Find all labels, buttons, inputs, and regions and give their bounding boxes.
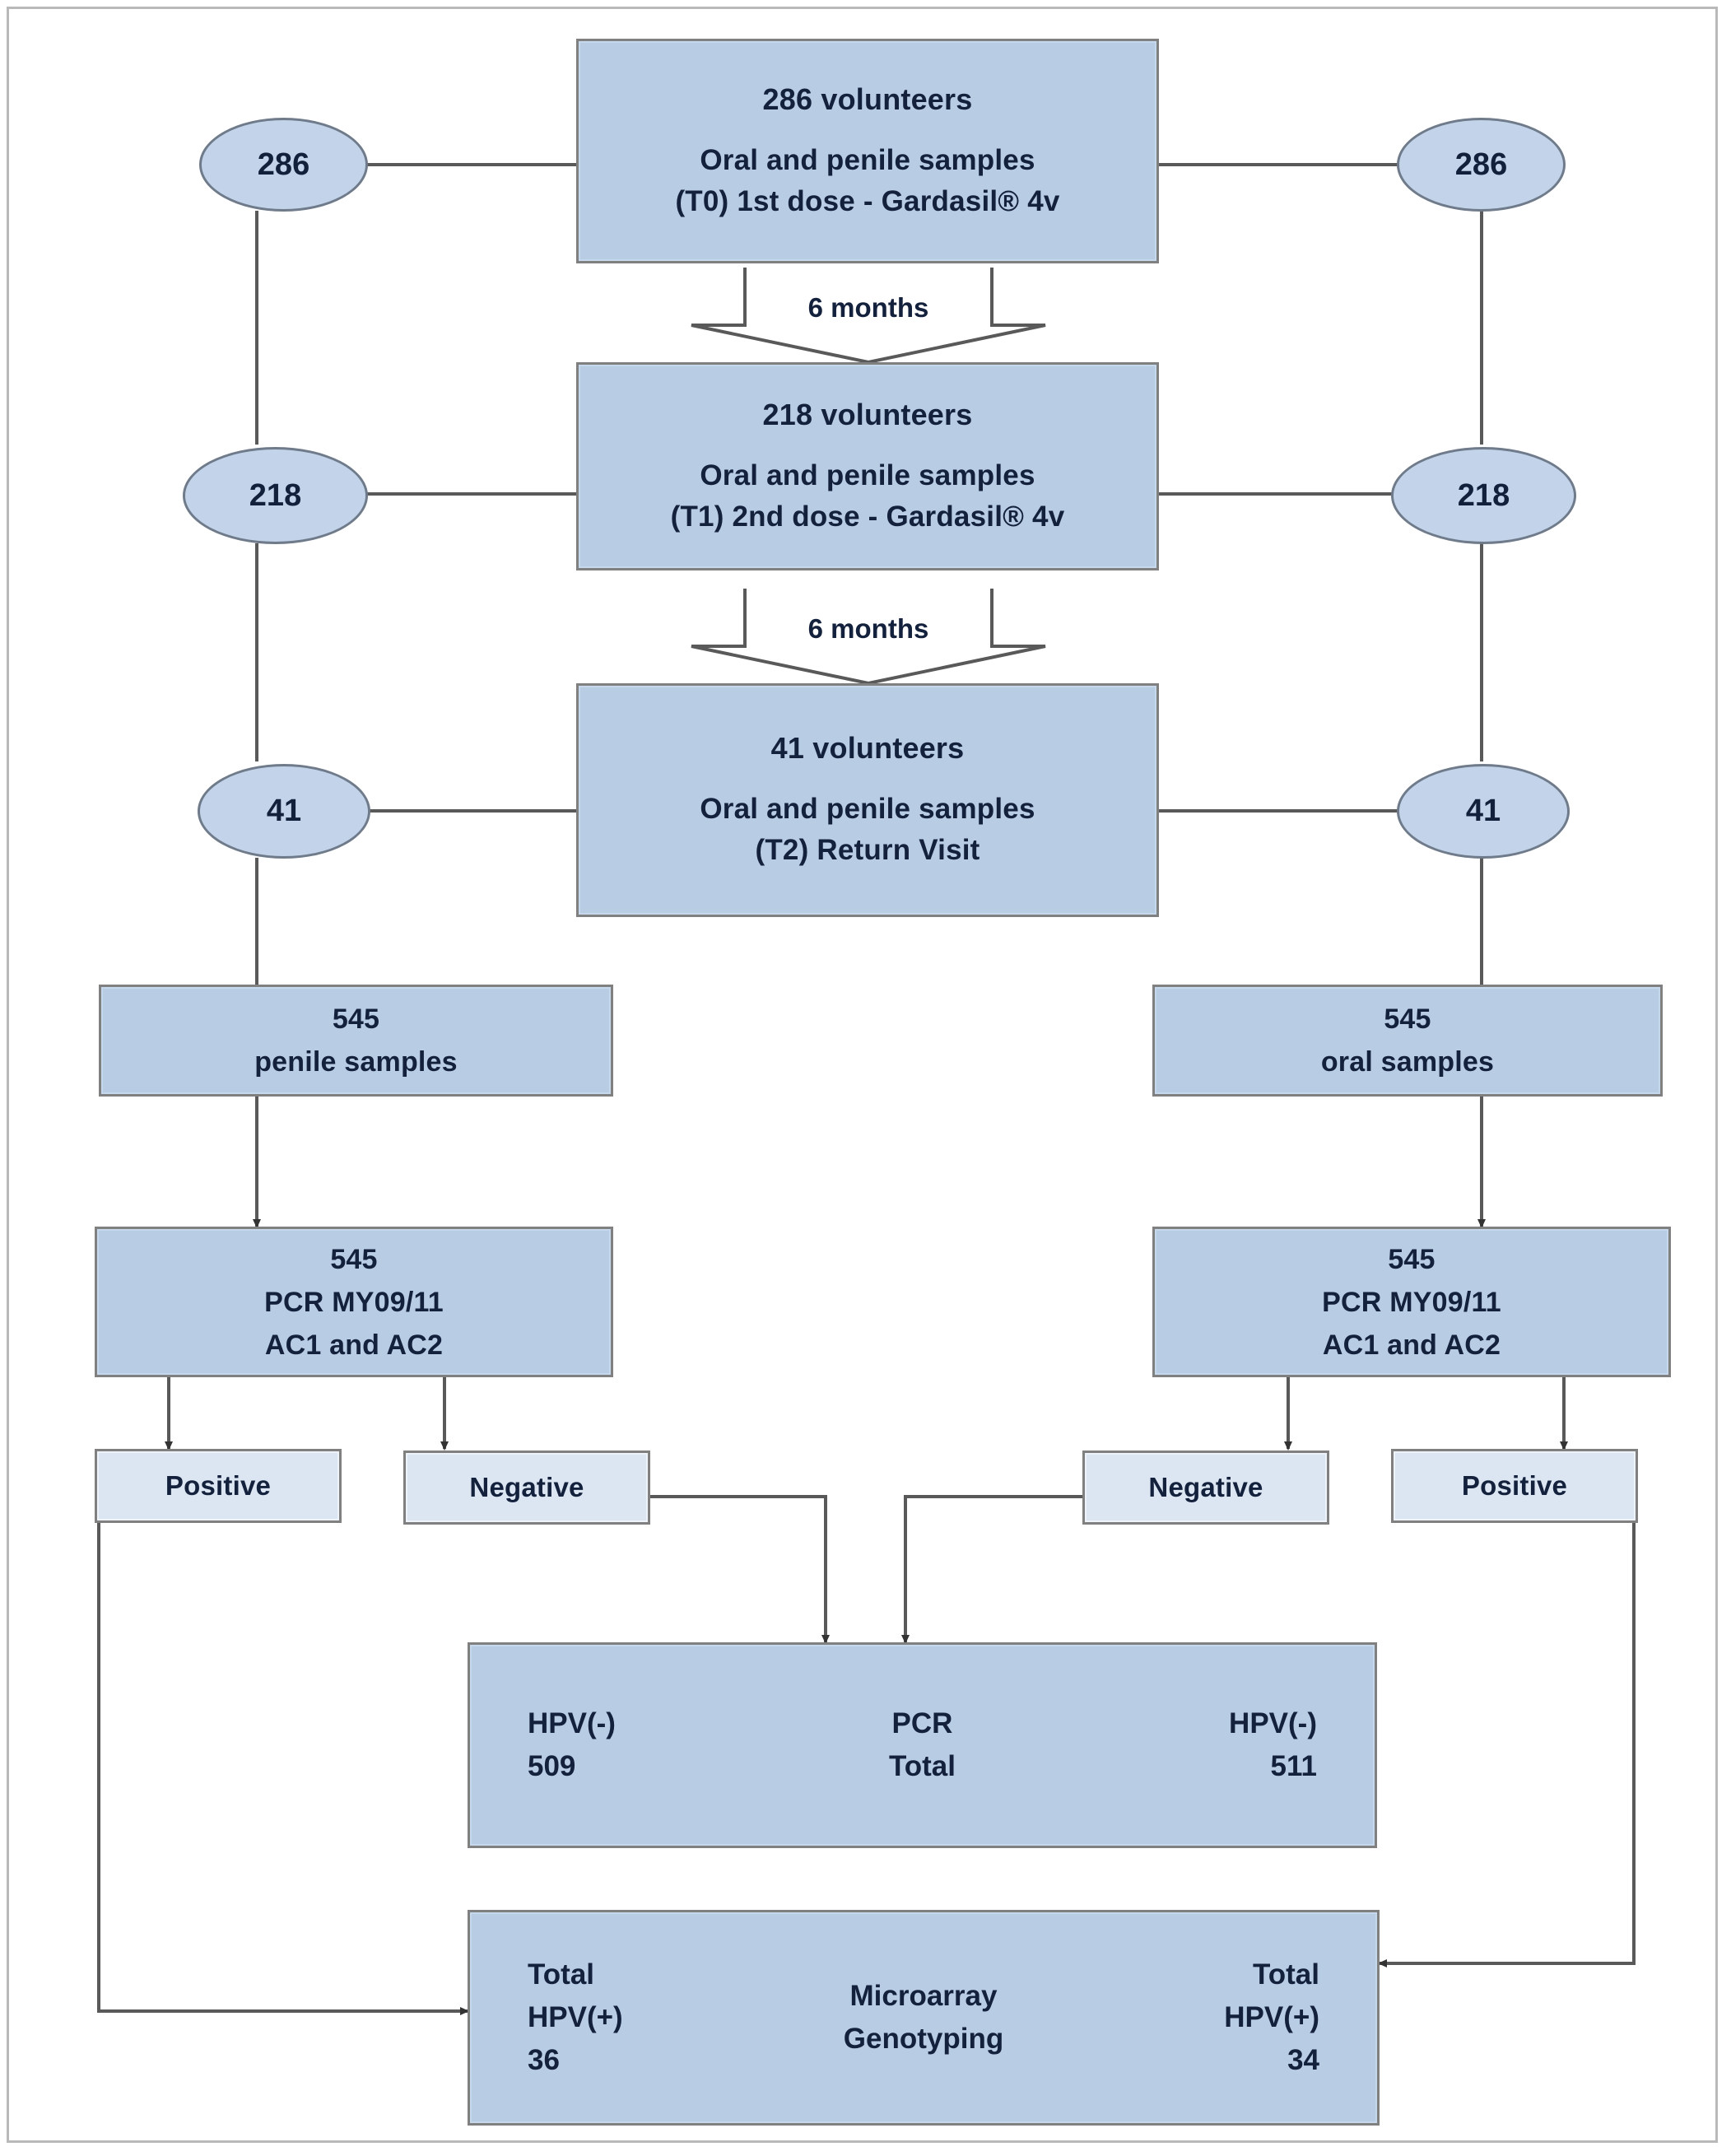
microarray-center-line2: Genotyping: [843, 2023, 1004, 2055]
oval-41-left: 41: [198, 764, 370, 859]
node-t1-box: 218 volunteers Oral and penile samples (…: [576, 362, 1159, 570]
t2-count: 41 volunteers: [770, 731, 965, 765]
oral-positive-label: Positive: [1461, 1470, 1568, 1501]
t1-visit: (T1) 2nd dose - Gardasil® 4v: [670, 500, 1065, 533]
oval-218-left: 218: [183, 447, 368, 544]
penile-negative-label: Negative: [469, 1472, 584, 1502]
oral-negative-label: Negative: [1148, 1472, 1263, 1502]
node-t2-box: 41 volunteers Oral and penile samples (T…: [576, 683, 1159, 917]
oral-samples-count: 545: [1384, 1003, 1431, 1035]
wire-positive-penile-to-microarray: [97, 1521, 469, 2015]
penile-pcr-assay: PCR MY09/11: [264, 1286, 444, 1318]
wire-negative-oral-to-pcrtotal: [901, 1495, 1082, 1644]
oval-286-left-value: 286: [257, 147, 310, 182]
oral-pcr-count: 545: [1388, 1243, 1436, 1275]
t0-visit: (T0) 1st dose - Gardasil® 4v: [675, 184, 1060, 217]
oral-samples-label: oral samples: [1320, 1046, 1495, 1078]
oval-286-right: 286: [1397, 118, 1566, 212]
penile-samples-count: 545: [332, 1003, 380, 1035]
oval-41-right-value: 41: [1465, 794, 1501, 828]
node-penile-samples: 545 penile samples: [99, 985, 613, 1097]
oval-286-right-value: 286: [1454, 147, 1508, 182]
microarray-left-label1: Total: [528, 1958, 595, 1991]
oval-218-right-value: 218: [1457, 477, 1510, 513]
pcr-total-left-value: 509: [528, 1750, 576, 1782]
microarray-right-value: 34: [1287, 2044, 1319, 2076]
interval-label-t0-t1: 6 months: [786, 292, 951, 324]
interval-label-t1-t2-text: 6 months: [807, 613, 929, 644]
node-t0-box: 286 volunteers Oral and penile samples (…: [576, 39, 1159, 263]
node-penile-pcr: 545 PCR MY09/11 AC1 and AC2: [95, 1227, 613, 1377]
node-microarray-genotyping: Total HPV(+) 36 Microarray Genotyping To…: [468, 1910, 1380, 2126]
microarray-right-label2: HPV(+): [1224, 2001, 1319, 2033]
wire-negative-penile-to-pcrtotal: [650, 1495, 830, 1644]
microarray-left-group: Total HPV(+) 36: [528, 1953, 623, 2082]
penile-positive-label: Positive: [165, 1470, 272, 1501]
node-oral-positive: Positive: [1391, 1449, 1638, 1523]
t2-visit: (T2) Return Visit: [755, 834, 980, 866]
penile-samples-label: penile samples: [254, 1046, 458, 1078]
node-penile-positive: Positive: [95, 1449, 342, 1523]
interval-label-t1-t2: 6 months: [786, 613, 951, 645]
oval-218-right: 218: [1391, 447, 1576, 544]
microarray-right-label1: Total: [1252, 1958, 1319, 1991]
oral-pcr-assay: PCR MY09/11: [1322, 1286, 1501, 1318]
pcr-total-right-value: 511: [1270, 1750, 1317, 1782]
oral-pcr-controls: AC1 and AC2: [1322, 1329, 1501, 1361]
microarray-center-group: Microarray Genotyping: [844, 1975, 1003, 2061]
node-oral-samples: 545 oral samples: [1152, 985, 1663, 1097]
oval-41-left-value: 41: [266, 794, 302, 828]
microarray-left-value: 36: [528, 2044, 560, 2076]
t0-samples: Oral and penile samples: [700, 143, 1035, 176]
pcr-total-left-label: HPV(-): [528, 1707, 616, 1739]
microarray-center-line1: Microarray: [849, 1980, 998, 2012]
wire-positive-oral-to-microarray: [1378, 1521, 1636, 1967]
t2-samples: Oral and penile samples: [700, 793, 1035, 825]
pcr-total-left-group: HPV(-) 509: [528, 1702, 616, 1788]
microarray-right-group: Total HPV(+) 34: [1224, 1953, 1319, 2082]
oval-41-right: 41: [1397, 764, 1570, 859]
oval-218-left-value: 218: [249, 477, 302, 513]
node-penile-negative: Negative: [403, 1451, 650, 1525]
node-pcr-total: HPV(-) 509 PCR Total HPV(-) 511: [468, 1642, 1377, 1848]
pcr-total-center-group: PCR Total: [889, 1702, 956, 1788]
pcr-total-right-group: HPV(-) 511: [1229, 1702, 1317, 1788]
node-oral-pcr: 545 PCR MY09/11 AC1 and AC2: [1152, 1227, 1671, 1377]
penile-pcr-controls: AC1 and AC2: [264, 1329, 444, 1361]
penile-pcr-count: 545: [330, 1243, 378, 1275]
microarray-left-label2: HPV(+): [528, 2001, 623, 2033]
t1-count: 218 volunteers: [762, 397, 973, 431]
t0-count: 286 volunteers: [762, 81, 973, 116]
node-oral-negative: Negative: [1082, 1451, 1329, 1525]
pcr-total-right-label: HPV(-): [1229, 1707, 1317, 1739]
oval-286-left: 286: [199, 118, 368, 212]
interval-label-t0-t1-text: 6 months: [807, 292, 929, 323]
t1-samples: Oral and penile samples: [700, 459, 1035, 491]
pcr-total-center-line2: Total: [888, 1750, 956, 1782]
pcr-total-center-line1: PCR: [891, 1707, 953, 1739]
